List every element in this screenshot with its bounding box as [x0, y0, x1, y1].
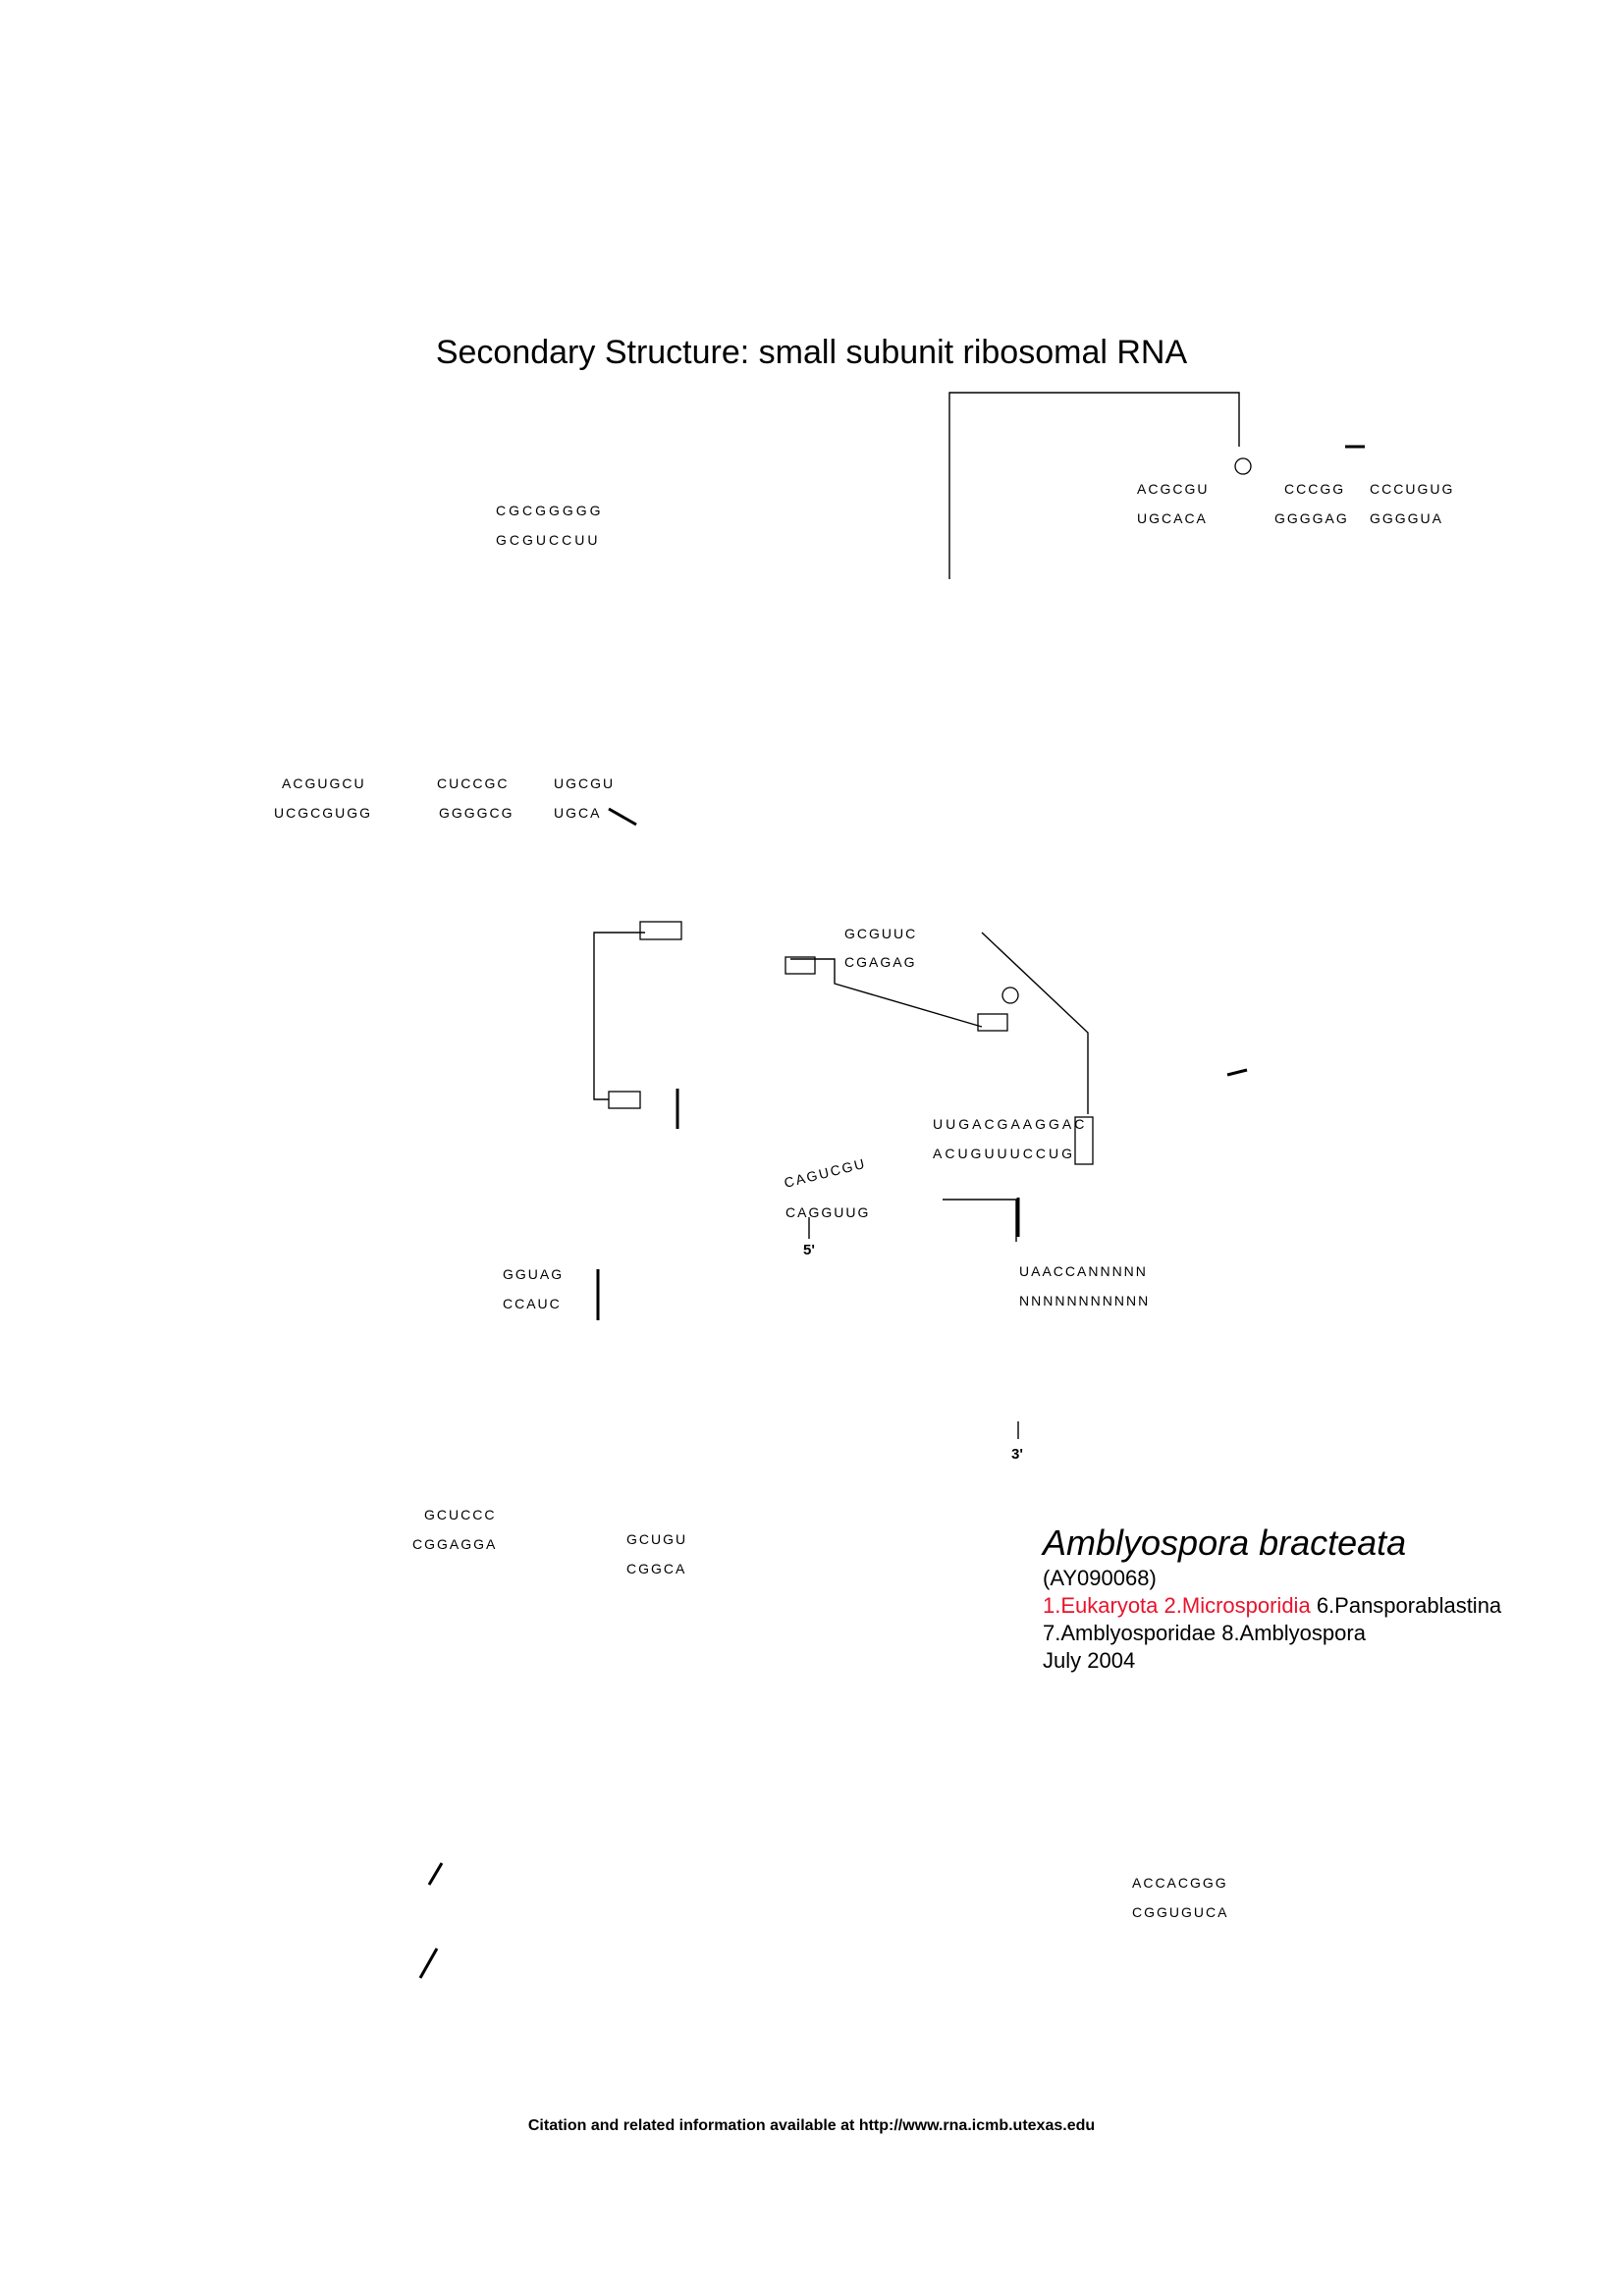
helix-segment: UUGACGAAGGAC: [933, 1116, 1087, 1132]
boxed-nucleotides: [608, 921, 1094, 1165]
tertiary-connector-mid: [981, 932, 1089, 1114]
five-prime-label: 5': [803, 1242, 815, 1258]
helix-segment: ACCACGGG: [1132, 1875, 1228, 1891]
helix-sequence: GGGGUA: [1370, 510, 1443, 526]
helix-segment: CGCGGGGG: [496, 503, 604, 518]
helix-sequence: CCAUC: [503, 1296, 562, 1311]
backbone-segment: [1226, 1068, 1248, 1077]
helix-segment: CAGUCGU: [783, 1155, 868, 1191]
taxonomy-highlight: 1.Eukaryota 2.Microsporidia: [1043, 1593, 1311, 1618]
helix-sequence: CUCCGC: [437, 775, 509, 791]
helix-segment: UCGCGUGG: [274, 805, 372, 821]
helix-sequence: ACUGUUUCCUG: [933, 1146, 1075, 1161]
page-title: Secondary Structure: small subunit ribos…: [435, 334, 1188, 371]
helix-sequence: CAGUCGU: [783, 1155, 868, 1191]
helix-segment: CCCUGUG: [1370, 481, 1454, 497]
helix-backbones: [418, 445, 1365, 1979]
helix-segment: GCGUCCUU: [496, 532, 600, 548]
box-mark: [1074, 1116, 1094, 1165]
taxonomy-line-2: 7.Amblyosporidae 8.Amblyospora: [1043, 1621, 1366, 1645]
helix-segment: GGGGUA: [1370, 510, 1443, 526]
helix-sequence: CGGCA: [626, 1561, 686, 1576]
box-mark: [608, 1091, 641, 1109]
helix-segment: NNNNNNNNNNN: [1019, 1293, 1150, 1308]
box-mark: [639, 921, 682, 940]
helix-layer: CGCGGGGG GCGUCCUU ACGCGU UGCACA CCCGG GGGGAG C…: [274, 481, 1454, 1920]
helix-sequence: CAGGUUG: [785, 1204, 870, 1220]
helix-segment: GGGGCG: [439, 805, 514, 821]
date: July 2004: [1043, 1648, 1136, 1673]
helix-sequence: ACGUGCU: [282, 775, 366, 791]
helix-sequence: CGGUGUCA: [1132, 1904, 1228, 1920]
box-mark: [784, 956, 816, 975]
taxonomy-line-1: 1.Eukaryota 2.Microsporidia 6.Pansporabl…: [1043, 1592, 1501, 1620]
helix-segment: CUCCGC: [437, 775, 509, 791]
helix-sequence: UCGCGUGG: [274, 805, 372, 821]
circled-nucleotides: [1001, 457, 1252, 1004]
helix-sequence: CGGAGGA: [412, 1536, 497, 1552]
helix-segment: CCCGG: [1284, 481, 1345, 497]
species-info: Amblyospora bracteata (AY090068) 1.Eukar…: [1043, 1522, 1501, 1675]
helix-sequence: UGCGU: [554, 775, 615, 791]
helix-segment: UGCGU: [554, 775, 615, 791]
box-mark: [977, 1013, 1008, 1032]
helix-sequence: GCUGU: [626, 1531, 687, 1547]
helix-segment: UGCA: [554, 805, 601, 821]
helix-sequence: ACGCGU: [1137, 481, 1209, 497]
helix-sequence: GGGGCG: [439, 805, 514, 821]
helix-segment: CAGGUUG: [785, 1204, 870, 1220]
helix-segment: CCAUC: [503, 1296, 562, 1311]
taxonomy-rest: 6.Pansporablastina: [1316, 1593, 1502, 1618]
branch-connector-3prime: [943, 1199, 1017, 1242]
helix-sequence: UAACCANNNNN: [1019, 1263, 1148, 1279]
helix-segment: CGGAGGA: [412, 1536, 497, 1552]
tertiary-connector-top: [948, 392, 1240, 579]
circle-mark: [1234, 457, 1252, 475]
helix-sequence: NNNNNNNNNNN: [1019, 1293, 1150, 1308]
helix-sequence: CCCUGUG: [1370, 481, 1454, 497]
helix-sequence: CGCGGGGG: [496, 503, 604, 518]
helix-segment: CGGUGUCA: [1132, 1904, 1228, 1920]
helix-segment: ACGUGCU: [282, 775, 366, 791]
helix-segment: GCUGU: [626, 1531, 687, 1547]
helix-segment: CGAGAG: [844, 954, 916, 970]
helix-sequence: CCCGG: [1284, 481, 1345, 497]
helix-segment: UAACCANNNNN: [1019, 1263, 1148, 1279]
helix-segment: GGUAG: [503, 1266, 564, 1282]
helix-sequence: GGUAG: [503, 1266, 564, 1282]
circle-mark: [1001, 987, 1019, 1004]
helix-sequence: GCGUCCUU: [496, 532, 600, 548]
helix-sequence: UUGACGAAGGAC: [933, 1116, 1087, 1132]
tertiary-connector-center: [790, 958, 983, 1028]
tertiary-connector-left: [593, 932, 645, 1100]
helix-sequence: GCGUUC: [844, 926, 917, 941]
species-name: Amblyospora bracteata: [1043, 1522, 1407, 1563]
helix-segment: ACUGUUUCCUG: [933, 1146, 1075, 1161]
backbone-segment: [427, 1862, 444, 1886]
helix-sequence: CGAGAG: [844, 954, 916, 970]
backbone-segment: [418, 1948, 439, 1979]
three-prime-label: 3': [1011, 1446, 1023, 1463]
helix-sequence: UGCACA: [1137, 510, 1208, 526]
helix-segment: ACGCGU: [1137, 481, 1209, 497]
helix-sequence: GCUCCC: [424, 1507, 496, 1522]
connector-lines: [593, 392, 1240, 1242]
helix-segment: GGGGAG: [1274, 510, 1349, 526]
helix-segment: CGGCA: [626, 1561, 686, 1576]
backbone-segment: [608, 807, 637, 827]
accession-number: (AY090068): [1043, 1566, 1157, 1590]
helix-segment: GCGUUC: [844, 926, 917, 941]
citation-footer: Citation and related information availab…: [527, 2117, 1096, 2134]
helix-sequence: ACCACGGG: [1132, 1875, 1228, 1891]
helix-sequence: UGCA: [554, 805, 601, 821]
helix-segment: UGCACA: [1137, 510, 1208, 526]
helix-segment: GCUCCC: [424, 1507, 496, 1522]
helix-sequence: GGGGAG: [1274, 510, 1349, 526]
